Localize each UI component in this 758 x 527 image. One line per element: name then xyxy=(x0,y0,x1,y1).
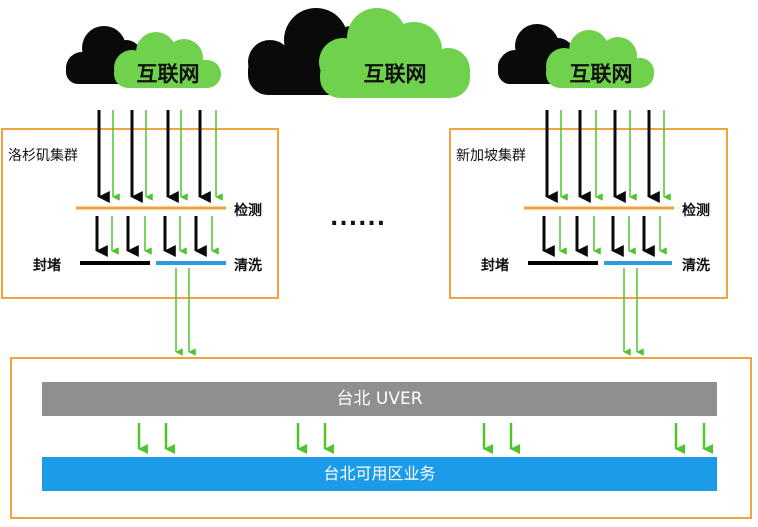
ellipsis: ...... xyxy=(330,206,387,231)
sg-incoming-arrows xyxy=(545,110,671,203)
la-clean-label: 清洗 xyxy=(234,258,262,274)
cloud-left-label: 互联网 xyxy=(136,62,200,86)
cloud-right-label: 互联网 xyxy=(569,62,633,86)
cloud-right-green-icon xyxy=(546,30,654,88)
sg-block-label: 封堵 xyxy=(481,258,509,274)
taipei-service-label: 台北可用区业务 xyxy=(323,464,436,483)
cloud-right xyxy=(498,24,654,88)
la-block-label: 封堵 xyxy=(33,258,61,274)
cloud-center-green-icon xyxy=(319,8,470,98)
sg-cluster-frame xyxy=(449,128,728,299)
taipei-service-bar xyxy=(42,457,717,491)
la-cluster-name: 洛杉矶集群 xyxy=(8,148,78,164)
la-incoming-arrows xyxy=(97,110,223,203)
sg-post-detect-arrows xyxy=(542,216,667,257)
taipei-uver-label: 台北 UVER xyxy=(336,389,423,409)
la-cluster-frame xyxy=(1,128,279,299)
uver-to-service-arrows xyxy=(137,423,713,454)
sg-detect-label: 检测 xyxy=(682,203,710,219)
cloud-left xyxy=(66,26,221,88)
cloud-center xyxy=(248,8,470,98)
taipei-frame xyxy=(10,357,752,519)
la-post-detect-arrows xyxy=(95,216,219,257)
sg-clean-label: 清洗 xyxy=(682,258,710,274)
la-to-taipei-arrows xyxy=(175,268,196,356)
taipei-uver-bar xyxy=(42,382,717,416)
cloud-left-green-icon xyxy=(114,32,221,88)
la-detect-label: 检测 xyxy=(234,203,262,219)
cloud-center-label: 互联网 xyxy=(363,62,427,86)
sg-to-taipei-arrows xyxy=(623,268,644,356)
sg-cluster-name: 新加坡集群 xyxy=(456,148,526,164)
